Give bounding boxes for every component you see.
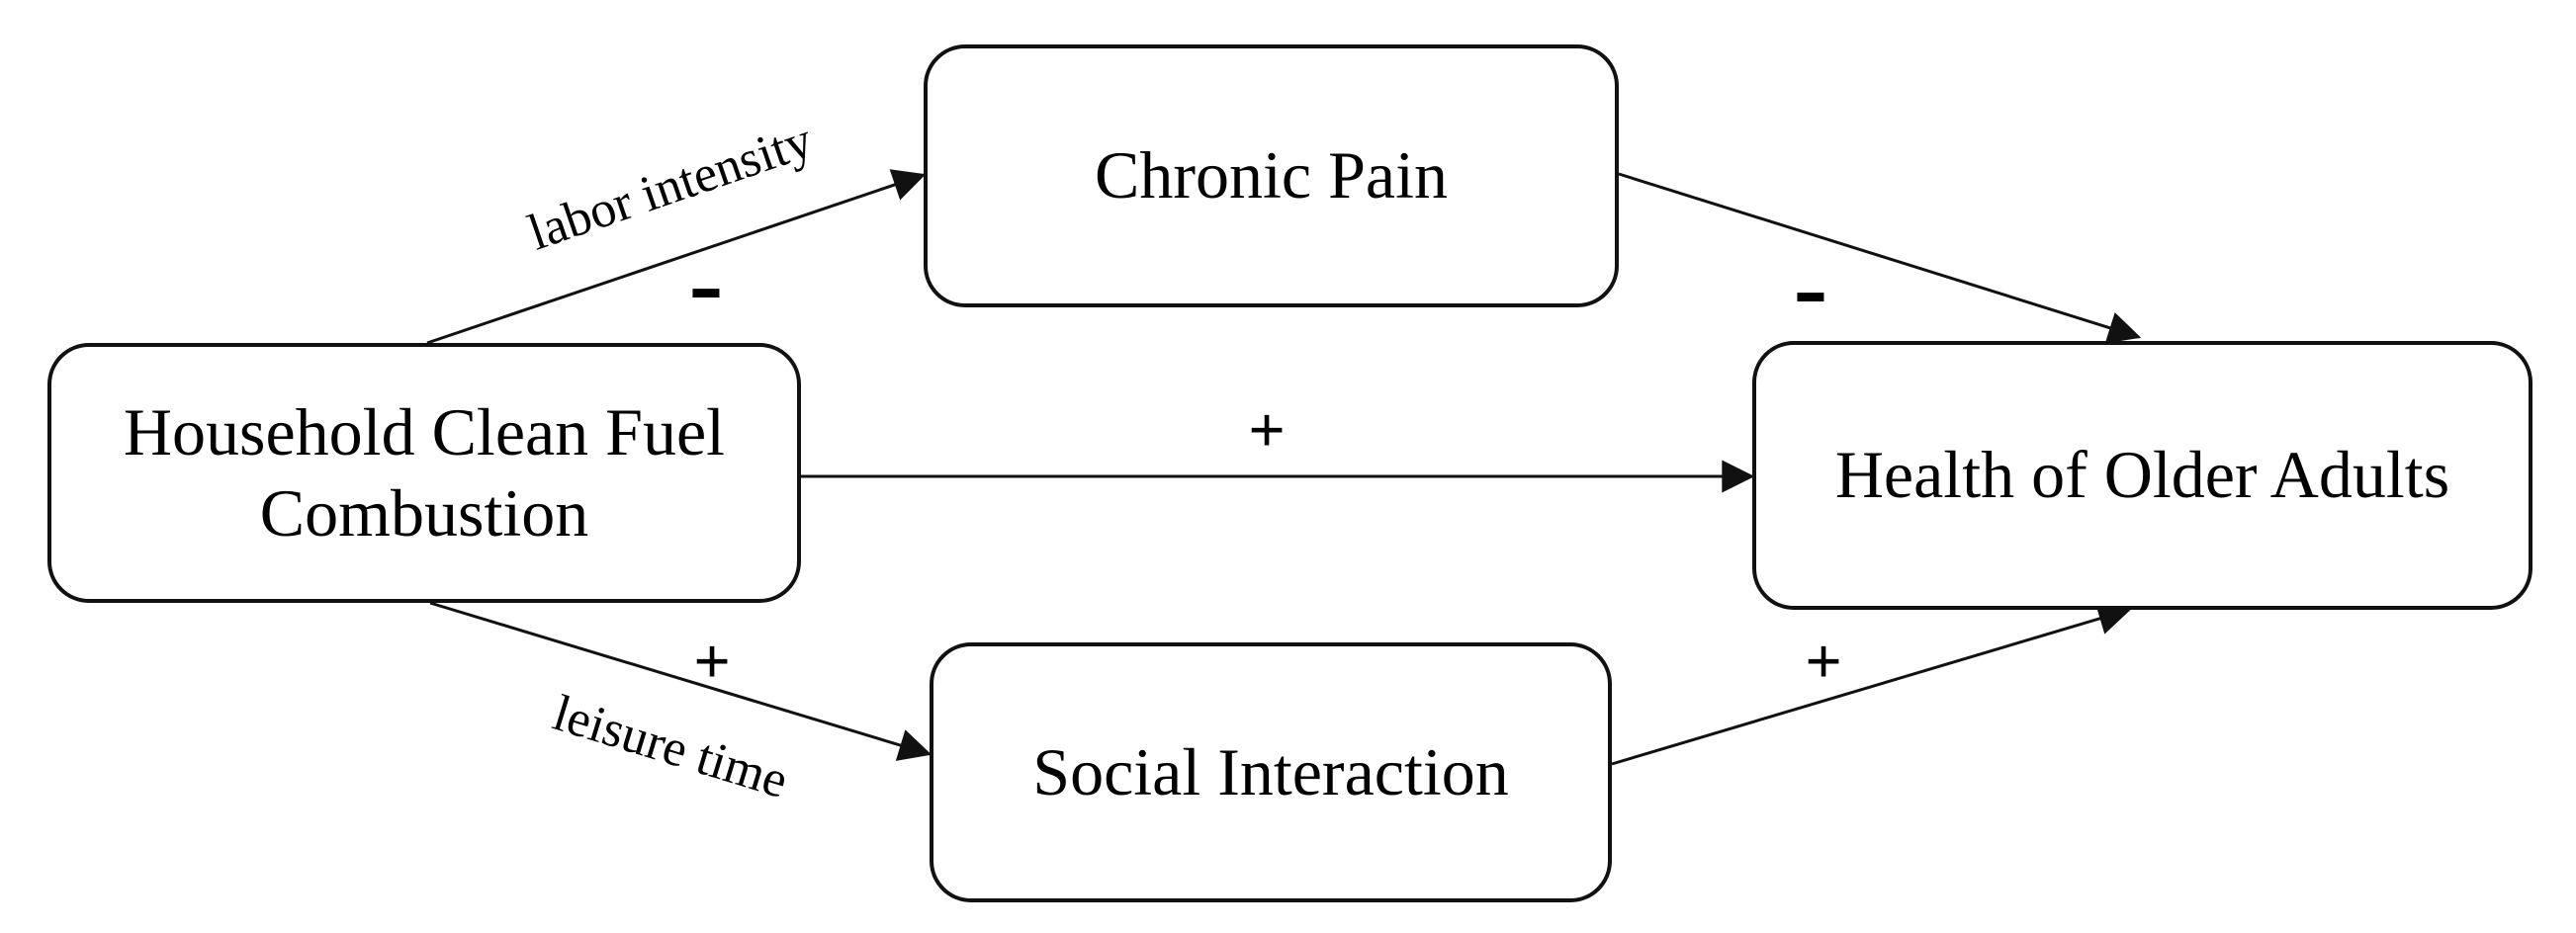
sign-exposure-to-health: + [1248, 394, 1286, 466]
sign-chronic-pain-to-health: - [1793, 230, 1828, 344]
arrow-exposure-to-chronic-pain [426, 169, 927, 345]
arrow-exposure-to-social-interaction [429, 601, 933, 761]
arrow-chronic-pain-to-health [1618, 172, 2142, 344]
node-label: Social Interaction [1032, 733, 1509, 809]
node-household-clean-fuel-combustion: Household Clean Fuel Combustion [47, 343, 801, 603]
sign-exposure-to-social-interaction: + [693, 626, 731, 698]
node-label: Chronic Pain [1095, 137, 1448, 213]
node-label: Health of Older Adults [1834, 437, 2450, 513]
node-health-of-older-adults: Health of Older Adults [1752, 341, 2532, 610]
node-chronic-pain: Chronic Pain [924, 44, 1619, 307]
node-social-interaction: Social Interaction [930, 642, 1612, 902]
sign-exposure-to-chronic-pain: - [688, 226, 724, 340]
node-label: Household Clean Fuel Combustion [123, 393, 726, 551]
arrow-social-interaction-to-health [1611, 602, 2132, 766]
sign-social-interaction-to-health: + [1805, 626, 1842, 698]
